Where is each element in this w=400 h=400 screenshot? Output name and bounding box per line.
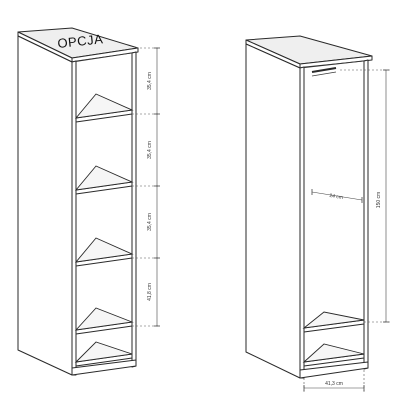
shelf-bottom-top <box>74 341 133 363</box>
height-label: 150 cm <box>376 192 382 208</box>
shelf-3-top <box>74 237 134 263</box>
left-plinth <box>71 359 137 376</box>
left-side-panel <box>17 35 73 376</box>
inner-width-dimension: 24 cm <box>311 189 363 203</box>
right-side-front-edge <box>131 51 137 368</box>
hanging-rail-icon <box>311 67 337 77</box>
shelf-dim-2: 35,4 cm <box>147 141 153 159</box>
height-dimension: 150 cm <box>340 69 392 323</box>
shelf-2-top <box>74 165 134 191</box>
left-top-side-edge <box>71 47 139 63</box>
option-label: OPCJA <box>57 31 104 51</box>
depth-label: 41,3 cm <box>325 381 343 387</box>
right-cabinet: 24 cm 150 cm 41,3 cm <box>245 35 392 392</box>
right-plinth <box>299 361 369 379</box>
right-bottom-shelf-top <box>302 343 365 363</box>
right-back-top-line <box>303 60 365 68</box>
back-top-line <box>75 52 133 62</box>
shelf-4-top <box>74 307 134 331</box>
right-side-front-edge <box>299 66 305 379</box>
shelf-dim-3: 35,4 cm <box>147 213 153 231</box>
right-side-panel <box>245 43 301 379</box>
left-dimensions: 35,4 cm 35,4 cm 35,4 cm 41,8 cm <box>132 47 160 327</box>
right-lower-shelf-top <box>302 311 365 329</box>
left-side-front-edge <box>71 60 77 376</box>
shelf-1-top <box>74 93 134 119</box>
left-cabinet: OPCJA 35,4 cm 35,4 cm 35,4 cm 41,8 cm <box>17 27 160 376</box>
shelf-dim-1: 35,4 cm <box>147 72 153 90</box>
left-shelves <box>71 93 137 376</box>
shelf-dim-4: 41,8 cm <box>147 283 153 301</box>
right-far-front-edge <box>363 59 369 370</box>
inner-width-label: 24 cm <box>329 193 343 201</box>
right-top-side-edge <box>299 55 373 69</box>
depth-dimension: 41,3 cm <box>303 370 365 392</box>
